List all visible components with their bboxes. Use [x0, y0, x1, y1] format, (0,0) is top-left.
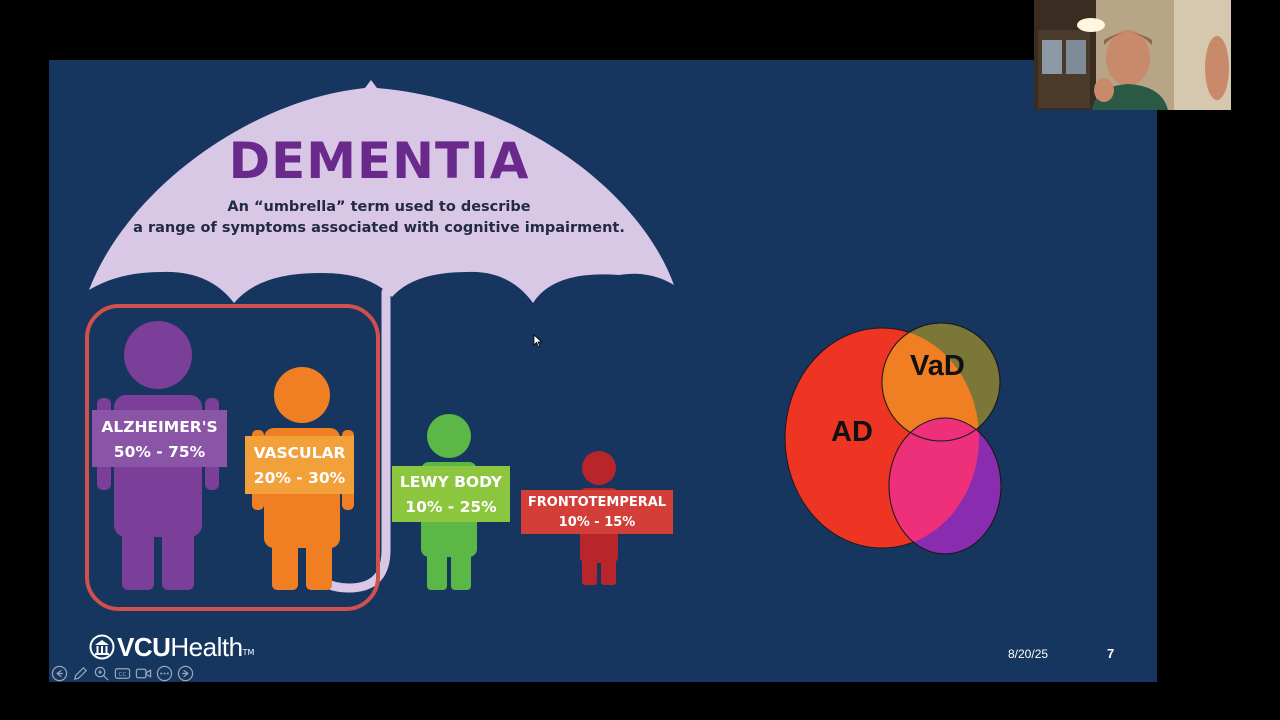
sign-lewy-body: LEWY BODY 10% - 25% — [392, 466, 510, 522]
webcam-video-feed — [1034, 0, 1231, 110]
sign-alzheimers: ALZHEIMER'S 50% - 75% — [92, 410, 227, 467]
vcu-health-logo: VCUHealth TM — [89, 631, 254, 663]
sign-frontotemporal: FRONTOTEMPERAL 10% - 15% — [521, 490, 673, 534]
vcu-logo-text: VCUHealth — [117, 632, 243, 663]
venn-label-vad: VaD — [910, 350, 965, 382]
subtitle-line-2: a range of symptoms associated with cogn… — [133, 220, 625, 236]
slide-date: 8/20/25 — [1008, 647, 1049, 661]
sign-vascular-range: 20% - 30% — [253, 469, 346, 487]
video-button[interactable] — [134, 664, 152, 682]
vcu-logo-regular: Health — [170, 631, 243, 662]
highlight-frame — [85, 304, 380, 611]
subtitle-line-1: An “umbrella” term used to describe — [227, 199, 531, 215]
slide-subtitle: An “umbrella” term used to describe a ra… — [129, 197, 629, 239]
next-slide-button[interactable] — [176, 664, 194, 682]
sign-frontotemporal-name: FRONTOTEMPERAL — [527, 495, 667, 510]
sign-lewy-body-range: 10% - 25% — [405, 498, 497, 516]
svg-text:CC: CC — [118, 671, 126, 677]
vcu-logo-trademark: TM — [242, 648, 255, 657]
sign-alzheimers-name: ALZHEIMER'S — [101, 418, 218, 436]
sign-vascular: VASCULAR 20% - 30% — [245, 436, 354, 494]
video-icon — [135, 668, 151, 678]
mouse-cursor-icon — [533, 334, 543, 348]
more-icon — [156, 665, 172, 681]
sign-vascular-name: VASCULAR — [253, 444, 346, 462]
webcam-presenter-image — [1034, 0, 1231, 110]
sign-alzheimers-range: 50% - 75% — [113, 443, 206, 461]
vcu-seal-icon — [89, 634, 115, 660]
slide-title: DEMENTIA — [228, 132, 530, 190]
zoom-icon — [94, 666, 109, 681]
arrow-right-icon — [177, 665, 193, 681]
captions-icon: CC — [114, 667, 130, 679]
previous-slide-button[interactable] — [50, 664, 68, 682]
venn-label-ad: AD — [831, 416, 873, 448]
presentation-slide: DEMENTIA An “umbrella” term used to desc… — [49, 60, 1157, 682]
captions-button[interactable]: CC — [113, 664, 131, 682]
arrow-left-icon — [51, 665, 67, 681]
sign-frontotemporal-range: 10% - 15% — [558, 515, 636, 530]
more-options-button[interactable] — [155, 664, 173, 682]
vcu-logo-bold: VCU — [117, 631, 171, 662]
sign-lewy-body-name: LEWY BODY — [399, 473, 503, 491]
zoom-button[interactable] — [92, 664, 110, 682]
pen-icon — [73, 666, 87, 680]
umbrella-canopy — [89, 80, 674, 303]
slide-page-number: 7 — [1107, 646, 1115, 661]
presentation-controls: CC — [50, 664, 194, 682]
pen-tool-button[interactable] — [71, 664, 89, 682]
venn-diagram — [784, 322, 1002, 555]
